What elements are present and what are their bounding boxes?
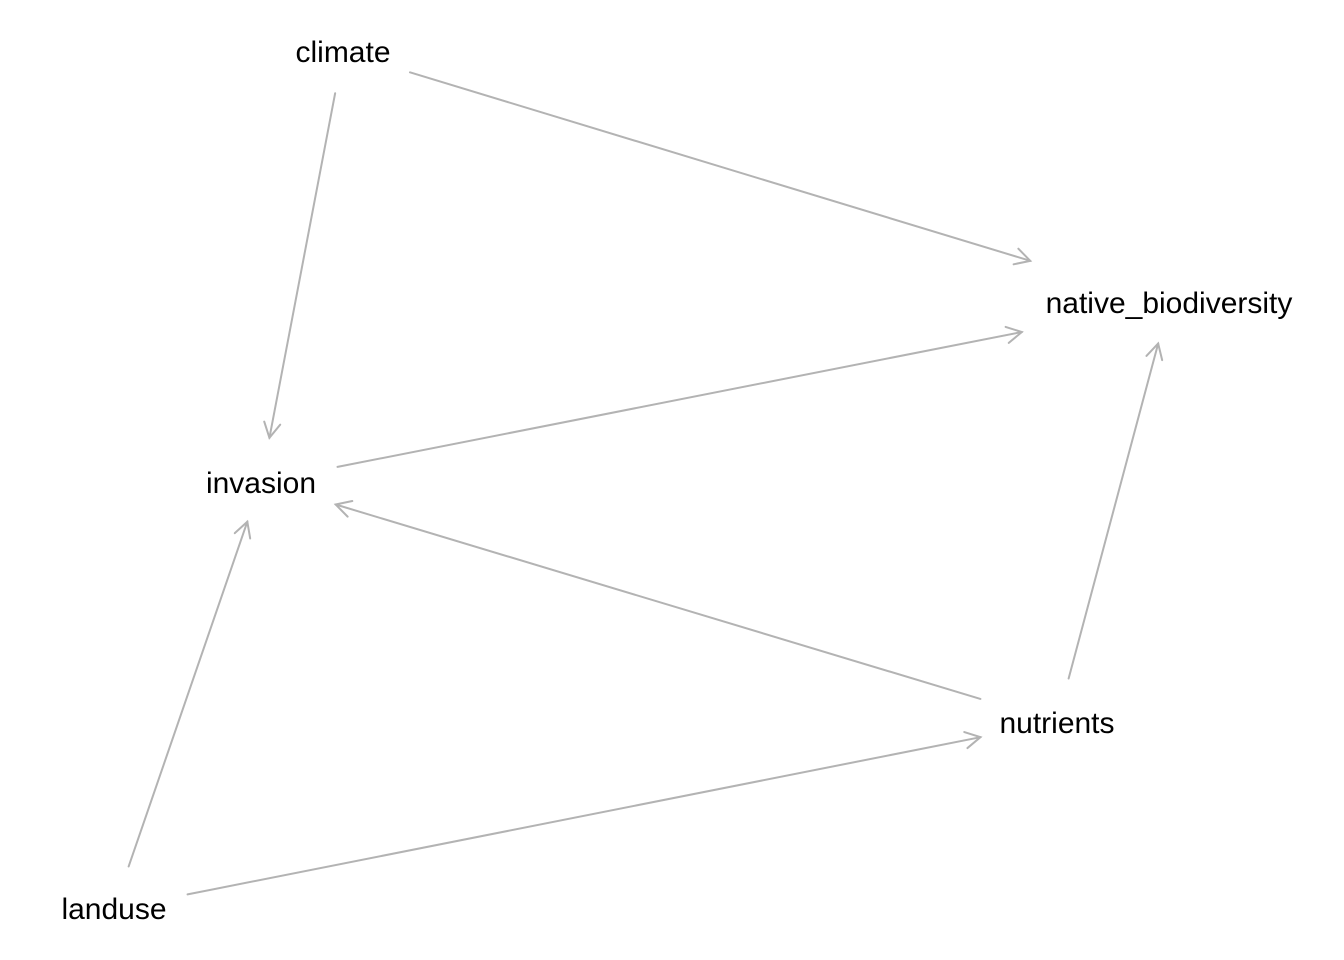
edge-line [336, 331, 1023, 468]
arrowhead-icon [263, 420, 282, 440]
node-climate: climate [295, 36, 390, 69]
node-nutrients: nutrients [999, 707, 1114, 740]
arrowhead-icon [963, 731, 983, 750]
edge-invasion-to-native_biodiversity [336, 325, 1024, 468]
edge-landuse-to-nutrients [186, 731, 983, 896]
edge-nutrients-to-invasion [333, 500, 982, 700]
edge-climate-to-native_biodiversity [408, 71, 1033, 266]
arrowhead-icon [1145, 341, 1164, 362]
edge-layer [127, 71, 1164, 896]
arrowhead-icon [1004, 325, 1024, 344]
node-native-biodiversity: native_biodiversity [1046, 287, 1293, 320]
edge-line [268, 92, 337, 439]
arrowhead-icon [1012, 247, 1033, 266]
edge-climate-to-invasion [263, 92, 337, 440]
node-invasion: invasion [206, 467, 316, 500]
node-landuse: landuse [61, 893, 166, 926]
edge-line [408, 71, 1032, 262]
edge-line [186, 736, 982, 896]
edge-line [127, 520, 249, 868]
arrowhead-icon [233, 519, 252, 540]
edge-line [1067, 342, 1160, 680]
edge-nutrients-to-native_biodiversity [1067, 341, 1164, 680]
edge-landuse-to-invasion [127, 519, 252, 868]
edge-line [334, 503, 982, 700]
arrowhead-icon [333, 500, 354, 518]
node-layer: climate native_biodiversity invasion nut… [61, 36, 1292, 926]
